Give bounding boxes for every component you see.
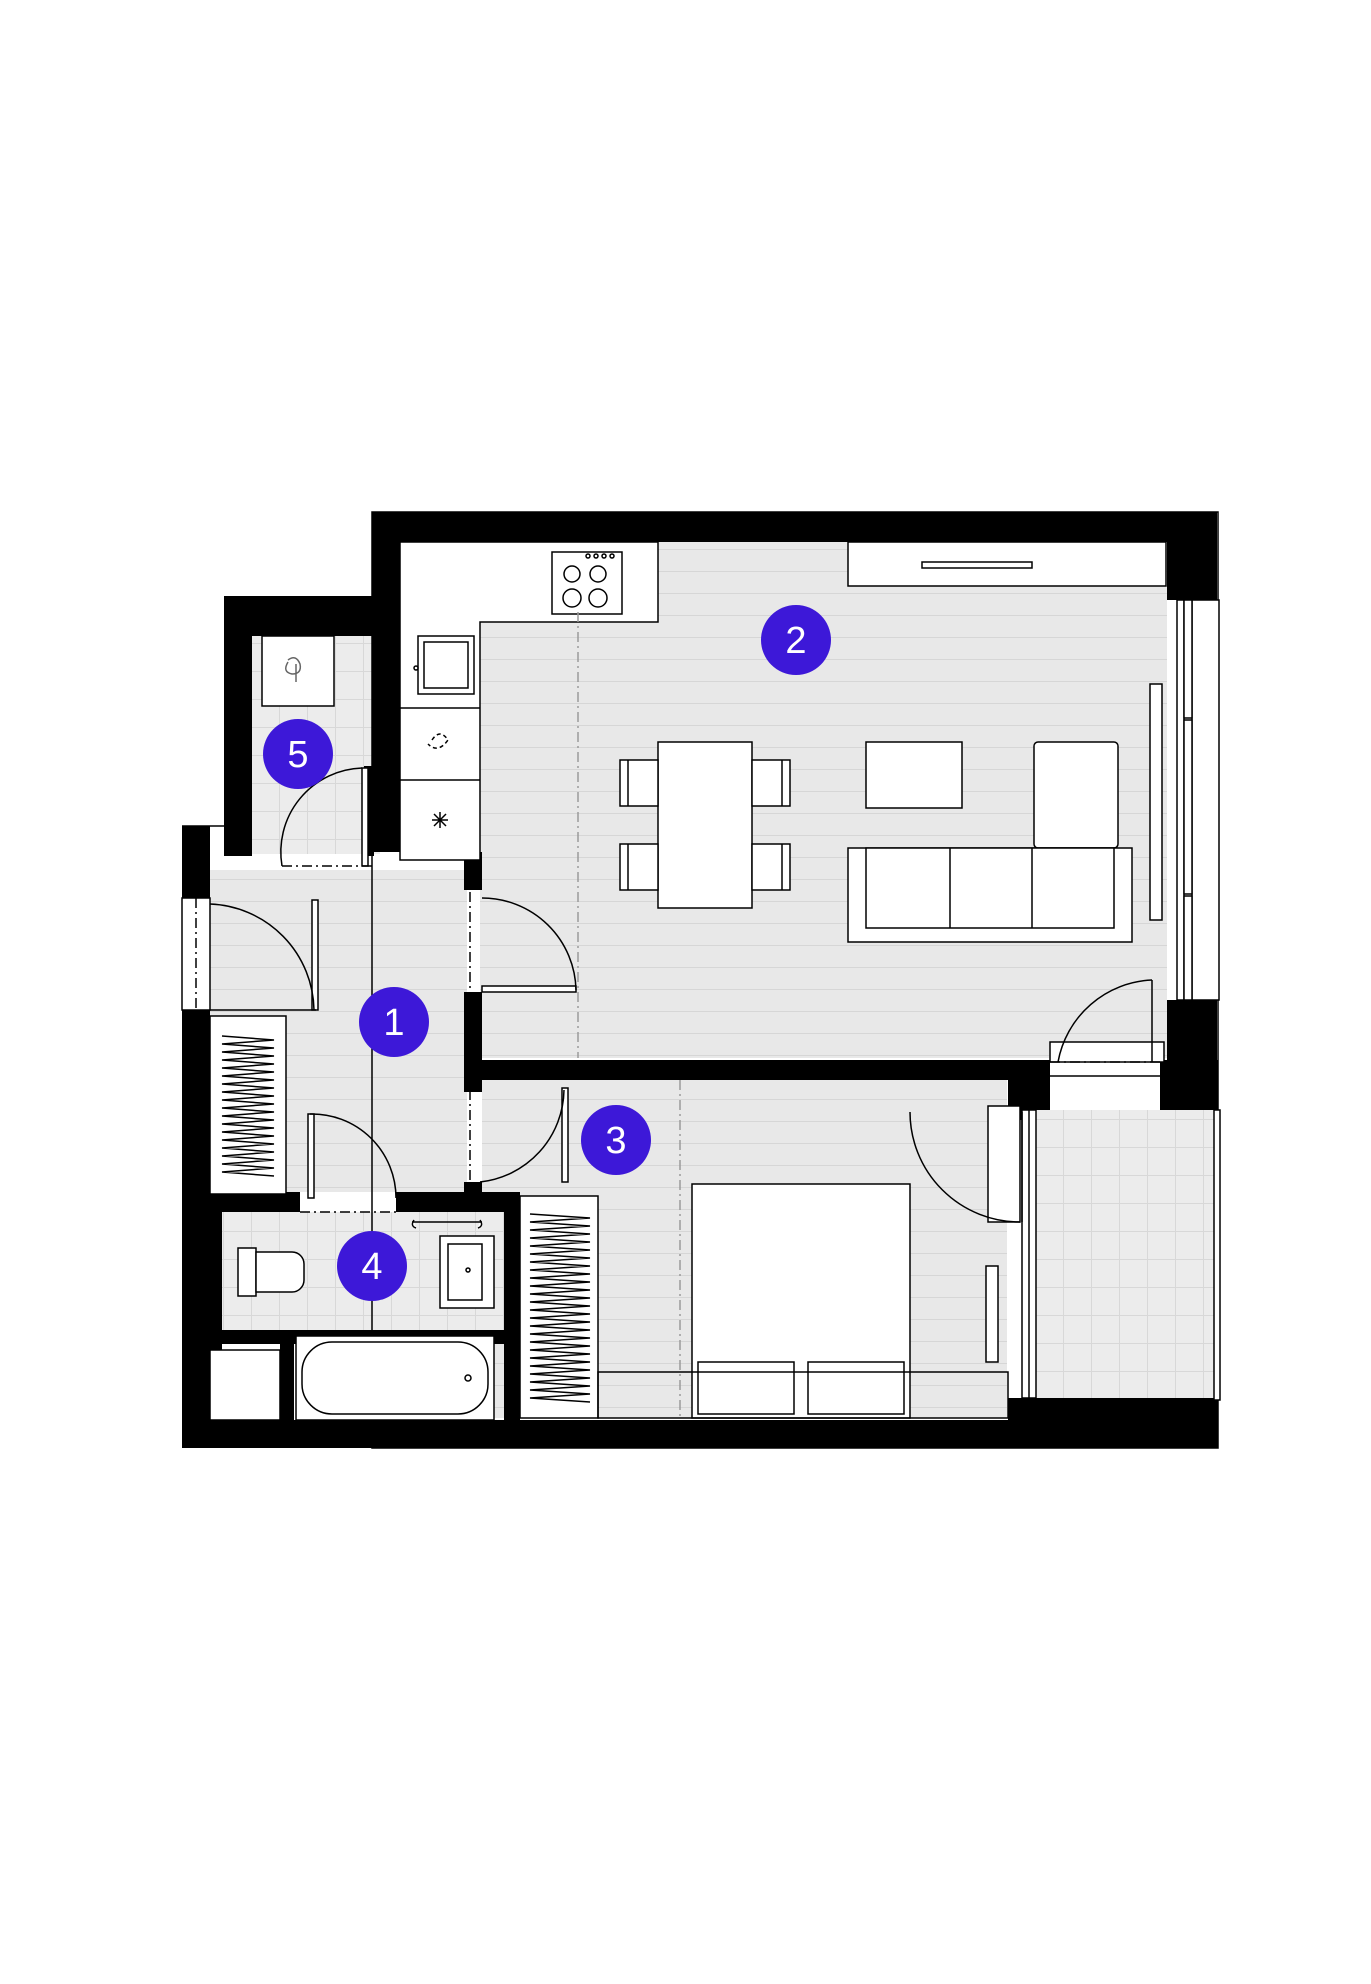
room-number: 4	[361, 1246, 382, 1288]
wall	[364, 766, 374, 856]
wall	[464, 992, 482, 1092]
chair	[751, 759, 791, 807]
floor-balcony	[1036, 1110, 1214, 1398]
wall	[1160, 1060, 1218, 1110]
wall	[482, 1060, 1008, 1080]
room-badge-3: 3	[581, 1105, 651, 1175]
dishwasher	[427, 733, 449, 749]
badge-circle	[761, 605, 831, 675]
room-number: 3	[605, 1120, 626, 1162]
walls	[182, 512, 1218, 1448]
wall	[504, 1192, 520, 1420]
cabinet	[209, 1349, 281, 1421]
pillow	[697, 1361, 795, 1415]
wall	[224, 596, 252, 856]
pillow	[807, 1361, 905, 1415]
wall	[210, 1198, 222, 1350]
door-entrance	[209, 899, 319, 1011]
shelf	[597, 1371, 1009, 1419]
badge-circle	[581, 1105, 651, 1175]
bathroom-sink	[439, 1235, 495, 1309]
bathtub	[295, 1335, 495, 1421]
room-badge-1: 1	[359, 987, 429, 1057]
room-number: 5	[287, 734, 308, 776]
wall	[1036, 1060, 1050, 1110]
wall	[372, 512, 1216, 542]
cooktop	[551, 551, 623, 615]
door-balcony-living	[1049, 979, 1165, 1077]
room-badge-5: 5	[263, 719, 333, 789]
fridge	[432, 812, 448, 828]
wall	[280, 1344, 294, 1420]
wall	[464, 1182, 482, 1202]
room-badges: 1 2 3 4 5	[263, 605, 831, 1301]
windows	[181, 599, 1221, 1401]
door-balcony-bedroom	[909, 1105, 1023, 1223]
wall	[372, 512, 400, 852]
doors	[209, 767, 1165, 1223]
armchair	[1033, 741, 1119, 849]
wall	[396, 1192, 520, 1212]
wall	[210, 1192, 300, 1212]
room-number: 1	[383, 1002, 404, 1044]
door-room-2	[469, 892, 577, 993]
tv	[921, 561, 1033, 569]
wall	[1036, 1398, 1218, 1428]
wall	[182, 1010, 210, 1446]
badge-circle	[359, 987, 429, 1057]
door-room-4	[300, 1113, 397, 1213]
wall	[182, 826, 210, 898]
chair	[619, 759, 659, 807]
room-badge-4: 4	[337, 1231, 407, 1301]
toilet	[237, 1247, 305, 1297]
wall	[464, 852, 482, 890]
coffee-table	[865, 741, 963, 809]
badge-circle	[337, 1231, 407, 1301]
room-number: 2	[785, 620, 806, 662]
room-badge-2: 2	[761, 605, 831, 675]
radiator	[1149, 683, 1163, 921]
furniture	[209, 541, 1167, 1421]
chair	[619, 843, 659, 891]
towel-rail	[411, 1219, 483, 1229]
badge-circle	[263, 719, 333, 789]
chair	[751, 843, 791, 891]
wall	[1167, 512, 1217, 600]
dining-table	[657, 741, 753, 909]
door-room-5	[280, 767, 374, 867]
door-room-3	[469, 1087, 569, 1183]
radiator	[985, 1265, 999, 1363]
wall	[1008, 1398, 1036, 1428]
